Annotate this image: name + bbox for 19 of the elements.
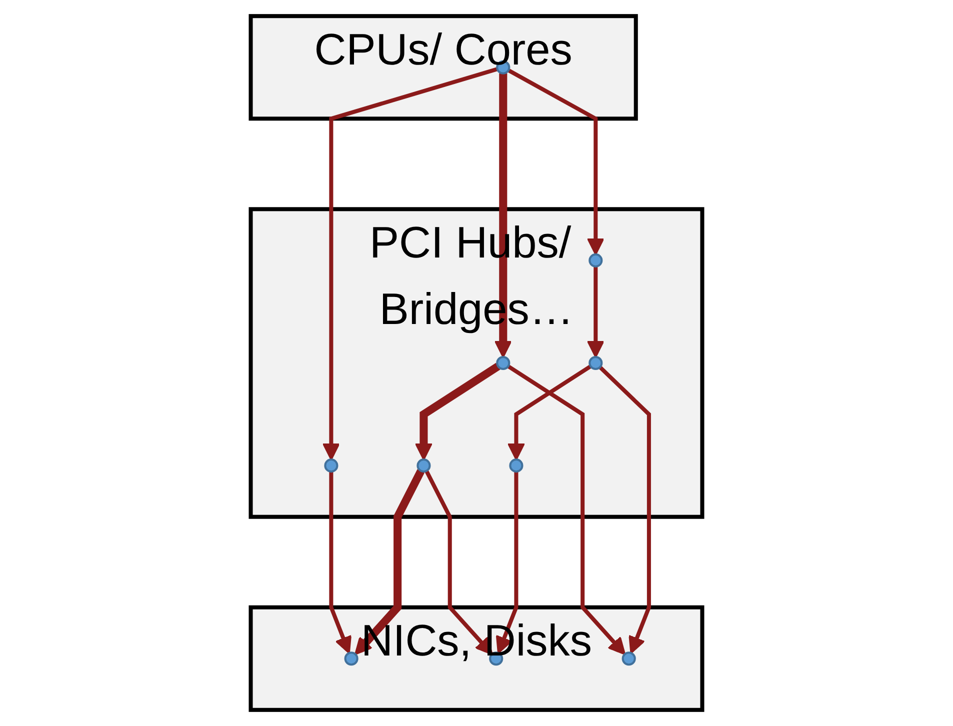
- arrow: [507, 68, 604, 256]
- node-circle: [509, 458, 524, 473]
- node-circle: [588, 253, 603, 268]
- arrow: [322, 67, 498, 460]
- node-circle: [324, 458, 338, 473]
- arrow: [494, 73, 512, 358]
- arrow: [496, 472, 518, 654]
- arrow: [507, 364, 626, 655]
- arrow: [354, 469, 425, 655]
- arrow: [329, 472, 352, 654]
- arrow: [598, 366, 651, 654]
- node-circle: [344, 652, 358, 666]
- arrow: [507, 364, 592, 460]
- node-circle: [416, 458, 431, 473]
- node-circle: [622, 652, 636, 666]
- arrow: [414, 362, 500, 460]
- node-circle: [588, 356, 603, 370]
- arrow: [586, 266, 604, 358]
- node-circle: [496, 356, 510, 370]
